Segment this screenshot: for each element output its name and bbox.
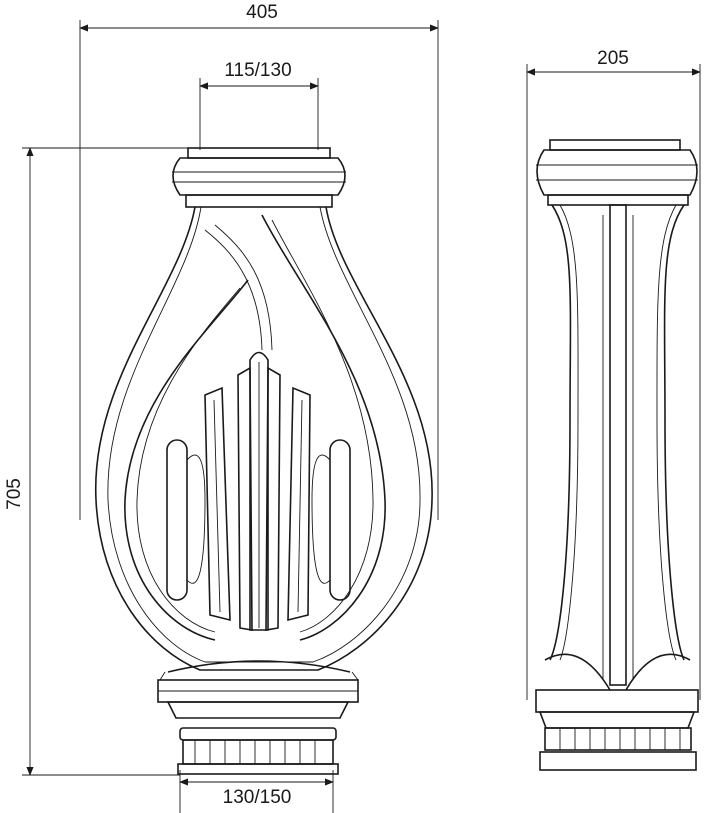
dimension-top-diameter: 115/130 (199, 60, 319, 150)
top-diameter-label: 115/130 (224, 60, 291, 81)
lamp-front-view (95, 147, 433, 775)
dimension-bottom-diameter: 130/150 (179, 770, 334, 813)
lamp-side-view (535, 139, 699, 771)
height-label: 705 (4, 478, 25, 510)
bottom-diameter-label: 130/150 (223, 787, 292, 808)
light-fins (166, 351, 351, 631)
dimension-side-width: 205 (526, 48, 701, 700)
side-width-label: 205 (597, 48, 629, 69)
dimension-overall-width: 405 (79, 2, 439, 520)
dimension-height: 705 (4, 147, 190, 776)
overall-width-label: 405 (246, 2, 278, 23)
